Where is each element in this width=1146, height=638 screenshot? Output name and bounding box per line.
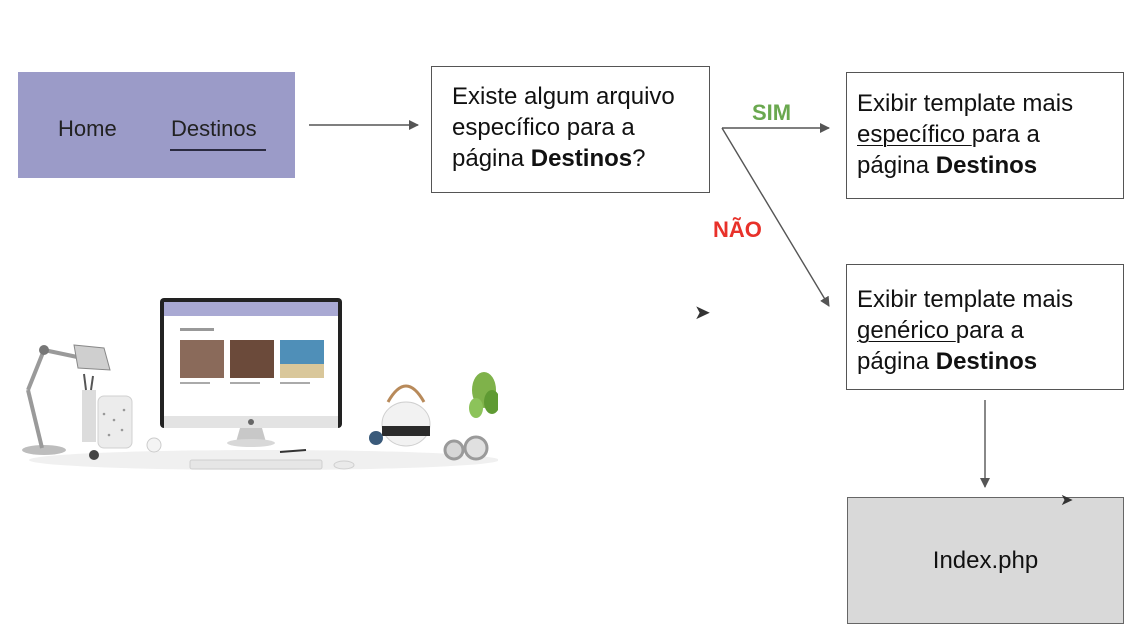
- generic-template-box: Exibir template mais genérico para a pág…: [846, 264, 1124, 390]
- yes-label: SIM: [752, 100, 792, 125]
- specific-underlined-word: específico: [857, 121, 972, 148]
- specific-line-2-rest: para a: [971, 121, 1040, 148]
- navigation-bar-mock: Home Destinos: [18, 72, 295, 178]
- desk-illustration: [22, 298, 498, 470]
- mouse-cursor-icon: ➤: [694, 302, 711, 324]
- question-page-name: Destinos: [530, 145, 633, 172]
- camera-icon: [369, 431, 383, 445]
- pencil-cup-icon: [82, 390, 96, 442]
- cup-icon: [146, 437, 162, 453]
- question-line-3-prefix: página: [452, 145, 531, 172]
- figurine-icon: [89, 450, 99, 460]
- specific-line-2: específico para a: [857, 119, 1115, 150]
- question-box: Existe algum arquivo específico para a p…: [431, 66, 710, 193]
- active-link-underline: [170, 149, 266, 151]
- question-line-2: específico para a: [452, 114, 635, 141]
- generic-line-3-prefix: página: [857, 348, 936, 375]
- question-mark: ?: [632, 145, 646, 172]
- generic-page-name: Destinos: [935, 348, 1038, 375]
- specific-template-box: Exibir template mais específico para a p…: [846, 72, 1124, 199]
- computer-monitor-icon: [160, 298, 342, 447]
- question-line-3: página Destinos?: [452, 143, 699, 174]
- generic-line-2: genérico para a: [857, 315, 1115, 346]
- teapot-icon: [381, 384, 431, 447]
- specific-line-3: página Destinos: [857, 150, 1115, 181]
- index-php-box: Index.php: [847, 497, 1124, 624]
- nav-destinos-link[interactable]: Destinos: [171, 116, 257, 141]
- mouse-icon: [333, 460, 355, 470]
- generic-line-1: Exibir template mais: [857, 286, 1074, 313]
- question-line-1: Existe algum arquivo: [452, 83, 675, 110]
- headphones-icon: [443, 435, 489, 461]
- mouse-cursor-icon-2: ➤: [1060, 492, 1074, 509]
- plant-icon: [469, 372, 498, 418]
- index-php-label: Index.php: [932, 547, 1039, 574]
- specific-line-3-prefix: página: [857, 152, 936, 179]
- keyboard-icon: [189, 459, 323, 470]
- storage-cylinder-icon: [97, 395, 133, 449]
- nav-home-link[interactable]: Home: [58, 116, 117, 141]
- generic-line-3: página Destinos: [857, 346, 1115, 377]
- no-arrow: [721, 127, 830, 307]
- desk-lamp-icon: [22, 344, 111, 455]
- generic-line-2-rest: para a: [955, 317, 1024, 344]
- specific-page-name: Destinos: [935, 152, 1038, 179]
- specific-line-1: Exibir template mais: [857, 90, 1074, 117]
- generic-underlined-word: genérico: [857, 317, 956, 344]
- no-label: NÃO: [713, 217, 762, 242]
- pen-icon: [279, 449, 307, 453]
